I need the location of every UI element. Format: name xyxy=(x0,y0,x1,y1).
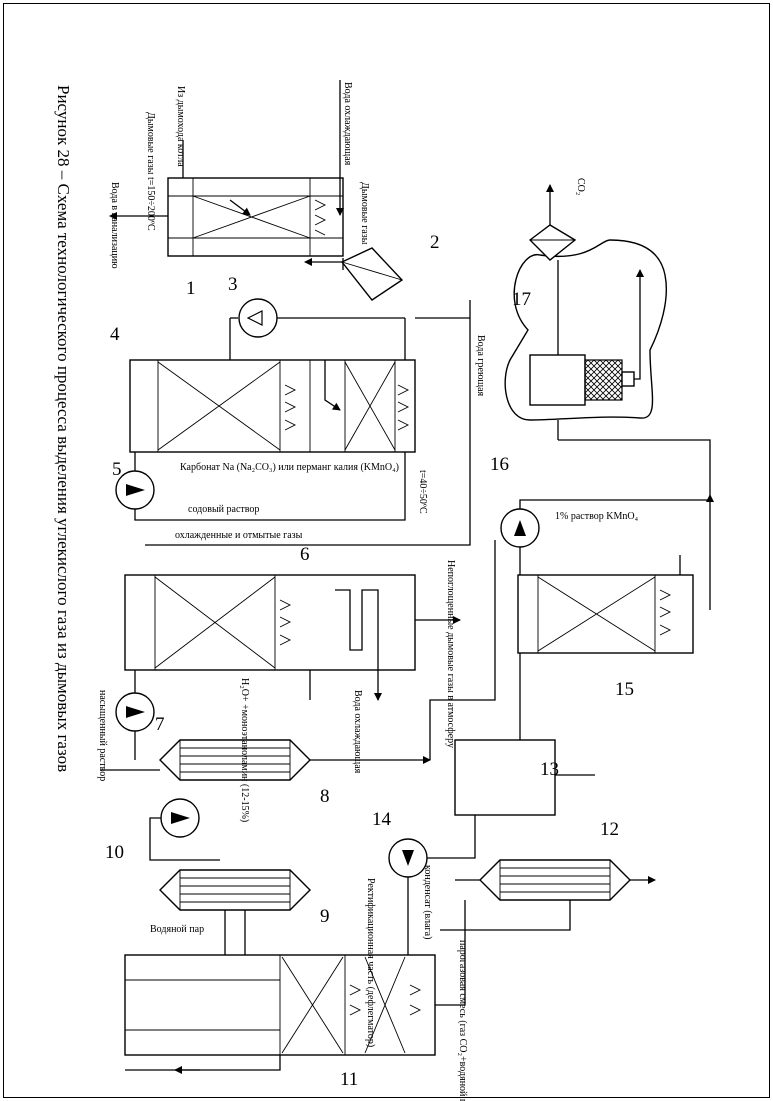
number-4: 4 xyxy=(110,324,120,345)
label-soda-solution: содовый раствор xyxy=(188,504,259,515)
apparatus-17 xyxy=(504,184,711,495)
label-water-cooling-6: Вода охлаждающая xyxy=(352,690,363,774)
apparatus-2 xyxy=(304,247,404,301)
number-10: 10 xyxy=(105,842,124,863)
apparatus-4 xyxy=(129,317,470,453)
label-kmno4-solution: 1% раствор KMnO₄ xyxy=(555,511,639,522)
number-2: 2 xyxy=(430,232,440,253)
number-6: 6 xyxy=(300,544,310,565)
number-16: 16 xyxy=(490,454,509,475)
pump-3 xyxy=(229,298,405,360)
number-3: 3 xyxy=(228,274,238,295)
label-steam-gas-mix: парогазовая смесь (газ CO₂+водяной пар) xyxy=(457,940,468,1101)
label-water-hot: Вода греющая xyxy=(475,335,486,397)
apparatus-15 xyxy=(517,494,714,654)
label-cooled-washed-gases: охлажденные и отмытые газы xyxy=(175,530,303,541)
number-7: 7 xyxy=(155,714,165,735)
number-17: 17 xyxy=(512,289,531,310)
label-flue-gas: Дымовые газы xyxy=(359,182,370,245)
number-12: 12 xyxy=(600,819,619,840)
label-from-boiler: Из дымохода котла xyxy=(175,86,186,167)
label-co2: CO₂ xyxy=(575,178,586,195)
label-saturated-solution: насыщенный раствор xyxy=(97,690,108,781)
label-water-cooling-top: Вода охлаждающая xyxy=(342,82,353,166)
label-unabsorbed-gases: Непоглощенные дымовые газы в атмосферу xyxy=(445,560,456,748)
number-11: 11 xyxy=(340,1069,358,1090)
heat-exchanger-12 xyxy=(440,859,656,931)
label-flue-gas-temp: Дымовые газы t=150÷200ºС xyxy=(145,112,156,231)
pump-14 xyxy=(388,815,476,955)
pump-16 xyxy=(500,499,710,575)
number-13: 13 xyxy=(540,759,559,780)
page-frame xyxy=(3,3,770,1098)
label-carbonate: Карбонат Na (Na₂CO₃) или перманг калия (… xyxy=(180,462,399,473)
apparatus-13 xyxy=(454,690,595,816)
label-water-to-sewer: Вода в канализацию xyxy=(109,182,120,269)
label-steam: Водяной пар xyxy=(150,924,204,935)
heat-exchanger-8 xyxy=(100,739,431,781)
heat-exchanger-9 xyxy=(159,869,311,955)
number-8: 8 xyxy=(320,786,330,807)
apparatus-11 xyxy=(124,954,436,1074)
apparatus-6 xyxy=(124,574,461,701)
hot-water-line xyxy=(440,300,471,546)
number-14: 14 xyxy=(372,809,392,830)
label-temp-40-50: t=40÷50ºС xyxy=(417,470,428,514)
steam-line-11-12 xyxy=(435,900,466,1006)
label-mea-solution: H₂O+ +моноэтаноламин (12-15%) xyxy=(239,678,250,822)
pump-7 xyxy=(115,670,155,760)
label-condensate: конденсат (влага) xyxy=(422,865,433,939)
label-rectification: Ректификационная часть (дефлегматор) xyxy=(365,878,376,1047)
pump-5 xyxy=(115,452,406,521)
number-1: 1 xyxy=(186,278,196,299)
number-15: 15 xyxy=(615,679,634,700)
number-9: 9 xyxy=(320,906,330,927)
number-5: 5 xyxy=(112,459,122,480)
line-8-to-11 xyxy=(429,540,496,760)
pump-10 xyxy=(149,798,220,861)
figure-caption: Рисунок 28 – Схема технологического проц… xyxy=(54,85,73,772)
apparatus-1 xyxy=(109,80,344,270)
